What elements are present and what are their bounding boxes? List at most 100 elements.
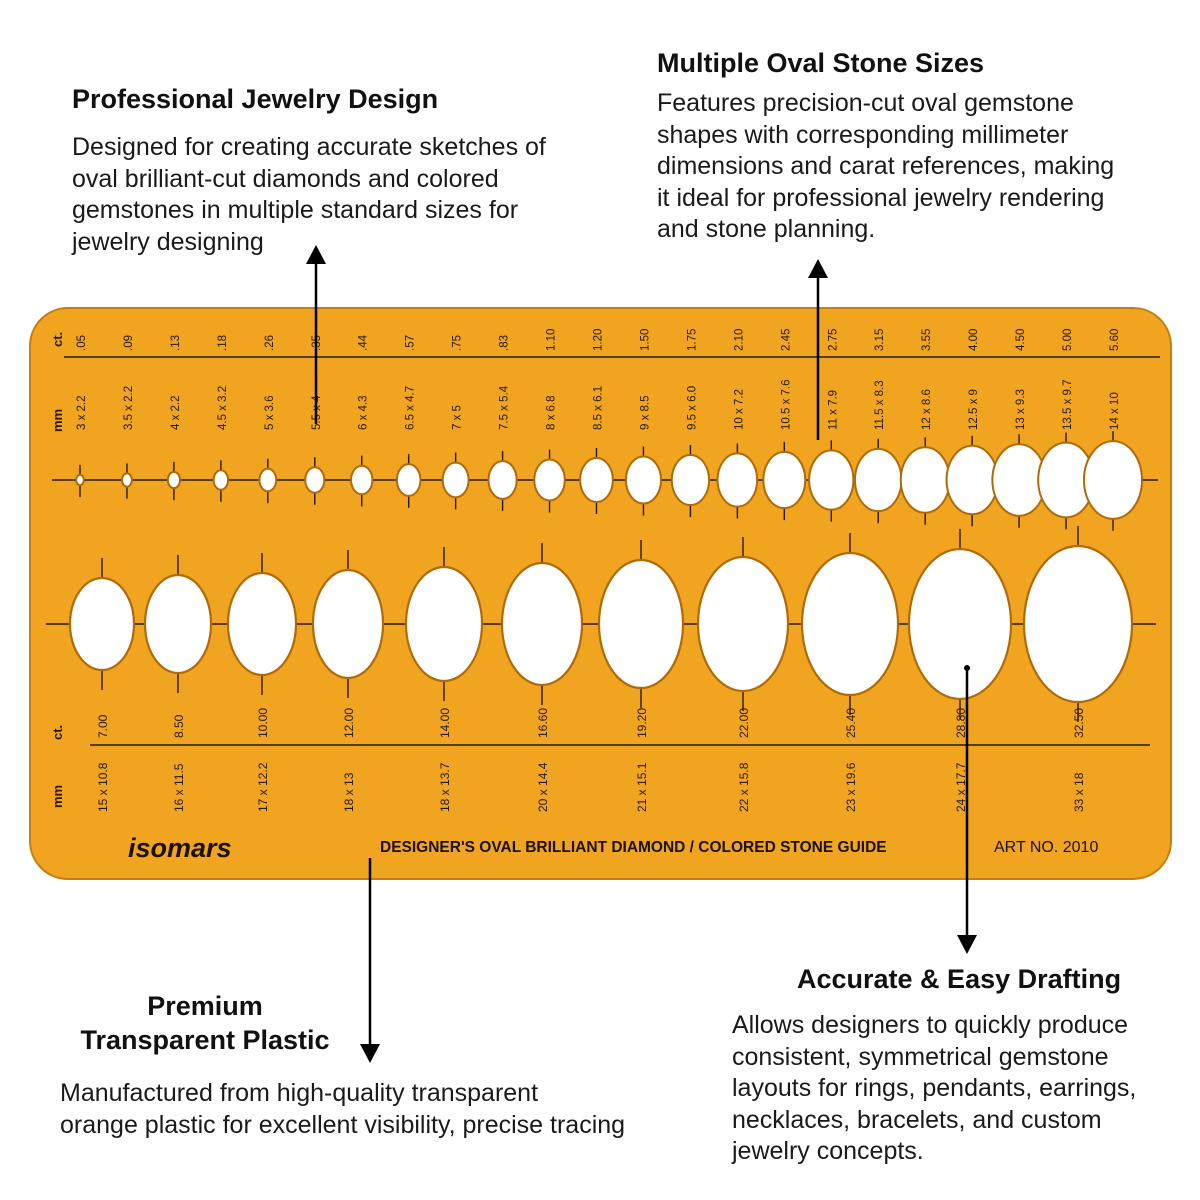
carat-label: 1.20 bbox=[593, 329, 605, 351]
mm-size-label: 24 x 17.7 bbox=[954, 762, 968, 812]
mm-size-label: 22 x 15.8 bbox=[737, 762, 751, 812]
oval-cutout bbox=[1022, 544, 1134, 704]
carat-label: 3.15 bbox=[874, 329, 886, 351]
mm-size-label: 11 x 7.9 bbox=[827, 390, 839, 430]
mm-size-label: 23 x 19.6 bbox=[844, 762, 858, 812]
oval-cutout bbox=[579, 457, 614, 503]
mm-label-top: mm bbox=[50, 409, 65, 432]
mm-size-label: 5 x 3.6 bbox=[264, 395, 276, 430]
mm-size-label: 7.5 x 5.4 bbox=[499, 385, 511, 430]
mm-size-label: 10.5 x 7.6 bbox=[780, 379, 792, 430]
carat-label: 2.75 bbox=[827, 329, 839, 351]
mm-size-label: 3.5 x 2.2 bbox=[123, 386, 135, 430]
oval-cutout bbox=[258, 467, 278, 493]
callout-body-drafting: Allows designers to quickly produce cons… bbox=[732, 1011, 1137, 1165]
carat-label: 28.80 bbox=[954, 708, 968, 738]
brand-logo: isomars bbox=[128, 833, 232, 863]
carat-label: .44 bbox=[358, 334, 370, 351]
mm-label-bottom: mm bbox=[50, 785, 65, 808]
oval-cutout bbox=[143, 573, 213, 675]
mm-size-label: 9.5 x 6.0 bbox=[686, 386, 698, 430]
oval-cutout bbox=[945, 444, 999, 516]
oval-cutout bbox=[350, 464, 374, 496]
small-oval-row: .05 3 x 2.2 .09 3.5 x 2.2 .13 4 x 2.2 .18 4.5 x… bbox=[75, 329, 1143, 531]
mm-size-label: 6.5 x 4.7 bbox=[405, 386, 417, 430]
mm-size-label: 4.5 x 3.2 bbox=[217, 386, 229, 430]
carat-label: .05 bbox=[76, 335, 88, 351]
carat-label: 22.00 bbox=[737, 708, 751, 738]
arrow-drafting bbox=[957, 665, 977, 954]
arrow-plastic bbox=[360, 858, 380, 1063]
mm-size-label: 4 x 2.2 bbox=[170, 395, 182, 430]
callout-title-sizes: Multiple Oval Stone Sizes bbox=[657, 48, 985, 78]
carat-label: 1.10 bbox=[546, 329, 558, 351]
oval-cutout bbox=[1083, 440, 1143, 520]
mm-size-label: 12.5 x 9 bbox=[968, 389, 980, 430]
carat-label: 1.75 bbox=[686, 329, 698, 351]
guide-title: DESIGNER'S OVAL BRILLIANT DIAMOND / COLO… bbox=[380, 839, 887, 856]
oval-cutout bbox=[212, 469, 230, 491]
carat-label: 2.45 bbox=[780, 329, 792, 351]
oval-cutout bbox=[597, 558, 685, 690]
carat-label: 10.00 bbox=[256, 708, 270, 738]
oval-cutout bbox=[624, 455, 662, 505]
oval-cutout bbox=[304, 466, 326, 494]
mm-size-label: 11.5 x 8.3 bbox=[874, 380, 886, 430]
arrow-design bbox=[306, 245, 326, 424]
mm-size-label: 10 x 7.2 bbox=[733, 389, 745, 430]
mm-size-label: 21 x 15.1 bbox=[635, 762, 649, 812]
callout-title-drafting: Accurate & Easy Drafting bbox=[797, 964, 1122, 994]
mm-size-label: 18 x 13 bbox=[342, 772, 356, 812]
mm-size-label: 8 x 6.8 bbox=[546, 395, 558, 430]
carat-label: 7.00 bbox=[96, 714, 110, 738]
oval-cutout bbox=[899, 446, 951, 514]
oval-cutout bbox=[500, 561, 584, 687]
carat-label: 3.55 bbox=[921, 329, 933, 351]
carat-label: .26 bbox=[264, 335, 276, 351]
mm-size-label: 14 x 10 bbox=[1109, 392, 1121, 430]
oval-cutout bbox=[311, 568, 385, 680]
oval-cutout bbox=[670, 453, 711, 507]
oval-cutout bbox=[75, 473, 85, 487]
oval-cutout bbox=[226, 571, 298, 677]
carat-label: 5.60 bbox=[1109, 329, 1121, 351]
mm-size-label: 33 x 18 bbox=[1072, 772, 1086, 812]
callout-body-plastic: Manufactured from high-quality transpare… bbox=[60, 1079, 626, 1139]
mm-size-label: 15 x 10.8 bbox=[96, 762, 110, 812]
art-number: ART NO. 2010 bbox=[994, 839, 1098, 856]
arrow-sizes bbox=[808, 259, 828, 440]
oval-cutout bbox=[696, 555, 790, 693]
carat-label: 19.20 bbox=[635, 708, 649, 738]
mm-size-label: 3 x 2.2 bbox=[76, 395, 88, 430]
carat-label: .18 bbox=[217, 335, 229, 351]
carat-label: .09 bbox=[123, 335, 135, 351]
oval-cutout bbox=[716, 452, 759, 508]
carat-label: 14.00 bbox=[438, 708, 452, 738]
oval-cutout bbox=[533, 458, 566, 502]
mm-size-label: 12 x 8.6 bbox=[921, 389, 933, 430]
callout-title-design: Professional Jewelry Design bbox=[72, 84, 439, 114]
carat-label: 12.00 bbox=[342, 708, 356, 738]
oval-cutout bbox=[166, 470, 181, 490]
oval-cutout bbox=[121, 472, 133, 488]
ct-label-bottom: ct. bbox=[50, 725, 65, 740]
mm-size-label: 13.5 x 9.7 bbox=[1062, 379, 1074, 430]
carat-label: 1.50 bbox=[639, 329, 651, 351]
callout-body-sizes: Features precision-cut oval gemstone sha… bbox=[657, 89, 1115, 243]
mm-size-label: 7 x 5 bbox=[452, 405, 464, 430]
callout-title-plastic: Premium Transparent Plastic bbox=[80, 991, 330, 1055]
oval-cutout bbox=[808, 449, 855, 511]
mm-size-label: 9 x 8.5 bbox=[639, 395, 651, 430]
mm-size-label: 18 x 13.7 bbox=[438, 762, 452, 812]
mm-size-label: 16 x 11.5 bbox=[172, 763, 186, 812]
mm-size-label: 17 x 12.2 bbox=[256, 762, 270, 812]
carat-label: 16.60 bbox=[536, 708, 550, 738]
oval-cutout bbox=[907, 547, 1013, 701]
oval-cutout bbox=[68, 576, 136, 672]
mm-size-label: 8.5 x 6.1 bbox=[593, 386, 605, 430]
mm-size-label: 13 x 9.3 bbox=[1015, 389, 1027, 430]
carat-label: .13 bbox=[170, 335, 182, 351]
oval-cutout bbox=[853, 447, 903, 513]
